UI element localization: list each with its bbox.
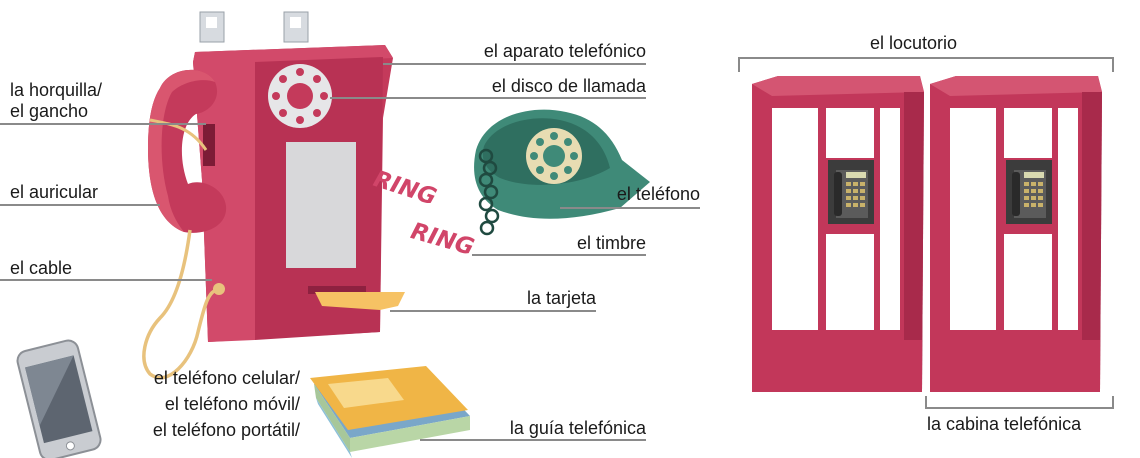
label-tarjeta: la tarjeta bbox=[526, 288, 596, 308]
label-celular-3: el teléfono portátil/ bbox=[152, 420, 300, 440]
leader-lines bbox=[0, 57, 1114, 441]
label-disco: el disco de llamada bbox=[491, 76, 646, 96]
pay-phone bbox=[142, 11, 405, 380]
phone-book bbox=[310, 366, 470, 458]
phone-booth-2 bbox=[930, 76, 1102, 392]
label-cable: el cable bbox=[10, 258, 73, 278]
dial bbox=[268, 64, 332, 128]
ring-text-2: RING bbox=[408, 218, 477, 261]
mobile-phone bbox=[16, 339, 102, 458]
label-auricular: el auricular bbox=[10, 182, 99, 202]
label-telefono: el teléfono bbox=[616, 184, 700, 204]
label-celular-2: el teléfono móvil/ bbox=[164, 394, 300, 414]
label-aparato: el aparato telefónico bbox=[483, 41, 646, 61]
label-locutorio: el locutorio bbox=[870, 33, 958, 53]
rotary-phone bbox=[474, 109, 650, 236]
label-guia: la guía telefónica bbox=[509, 418, 646, 438]
phone-booth-1 bbox=[752, 76, 924, 392]
label-timbre: el timbre bbox=[576, 233, 646, 253]
label-celular-1: el teléfono celular/ bbox=[153, 368, 300, 388]
label-horquilla-2: el gancho bbox=[10, 101, 89, 121]
handset bbox=[148, 69, 227, 233]
label-horquilla-1: la horquilla/ bbox=[10, 80, 103, 100]
phone-booths bbox=[752, 76, 1102, 392]
label-cabina: la cabina telefónica bbox=[927, 414, 1082, 434]
